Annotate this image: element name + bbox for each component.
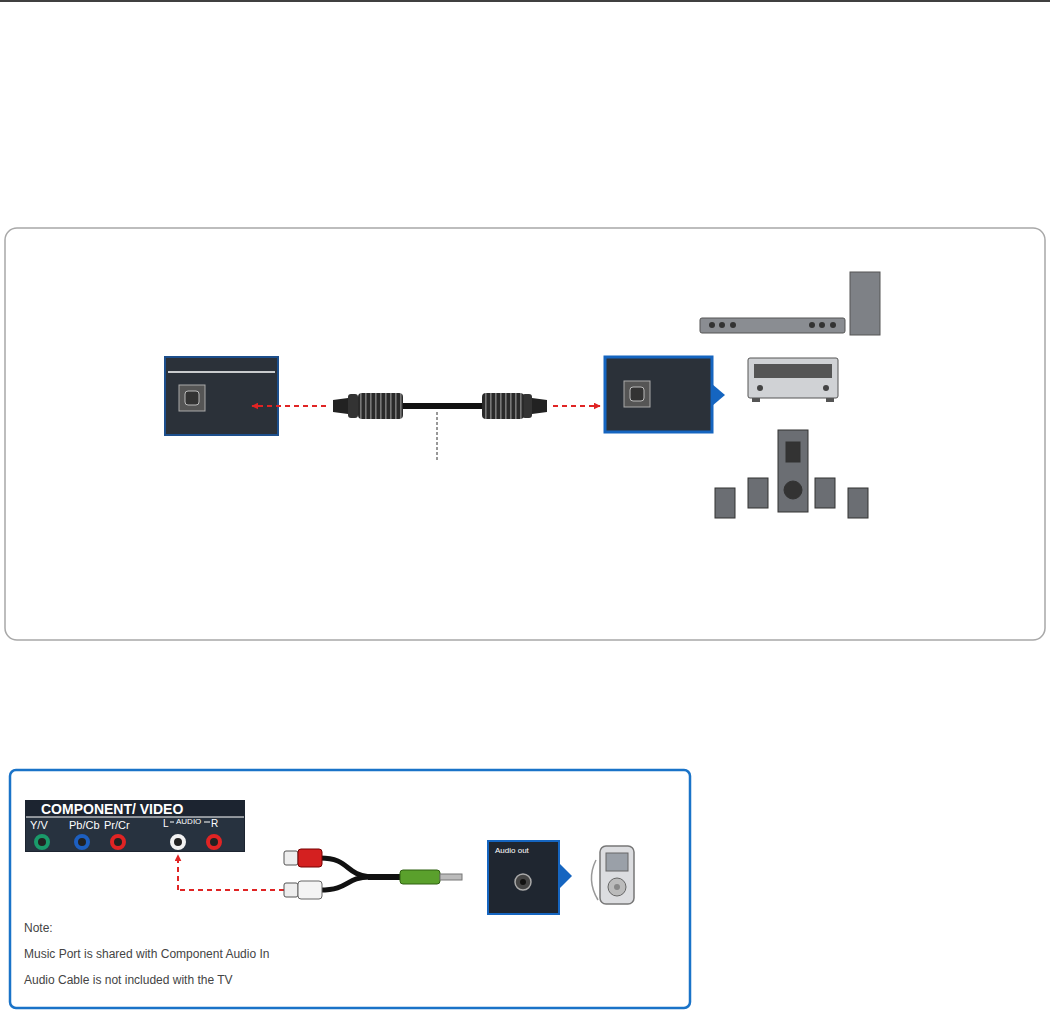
optical-panel (5, 228, 1045, 640)
note-text: Audio Cable is not included with the TV (24, 974, 233, 987)
audio-out-box: Audio out (487, 840, 560, 915)
plug-arrow (177, 855, 179, 890)
top-rule (0, 0, 1050, 2)
jack-label: L (163, 818, 169, 829)
plug-arrow (252, 405, 326, 407)
jack-label: Pr/Cr (104, 819, 130, 831)
jack-label: AUDIO (176, 818, 201, 827)
rca-jacks (36, 836, 220, 848)
jack-label: R (211, 818, 218, 829)
mp3-player (591, 846, 634, 904)
component-panel: COMPONENT/ VIDEO (25, 800, 245, 852)
jack-label: Y/V (30, 819, 48, 831)
audio-out-face (487, 840, 572, 915)
soundbar (700, 272, 880, 335)
device-optical-port (605, 357, 725, 432)
node-text: Audio out (495, 847, 552, 856)
plug-arrow (553, 405, 600, 407)
note-heading: Note: (24, 922, 53, 935)
music-panel (10, 770, 690, 1008)
plug-arrow (178, 889, 284, 891)
speaker-set (715, 430, 868, 518)
av-receiver (748, 358, 838, 402)
component-panel-face (25, 800, 245, 852)
note-text: Music Port is shared with Component Audi… (24, 948, 269, 961)
jack-label: Pb/Cb (69, 819, 100, 831)
node-text: COMPONENT/ VIDEO (41, 802, 229, 817)
optical-cable (333, 393, 547, 419)
rca-to-mini-cable (284, 849, 462, 899)
tv-optical-port (165, 357, 278, 435)
leader-line (437, 412, 438, 460)
